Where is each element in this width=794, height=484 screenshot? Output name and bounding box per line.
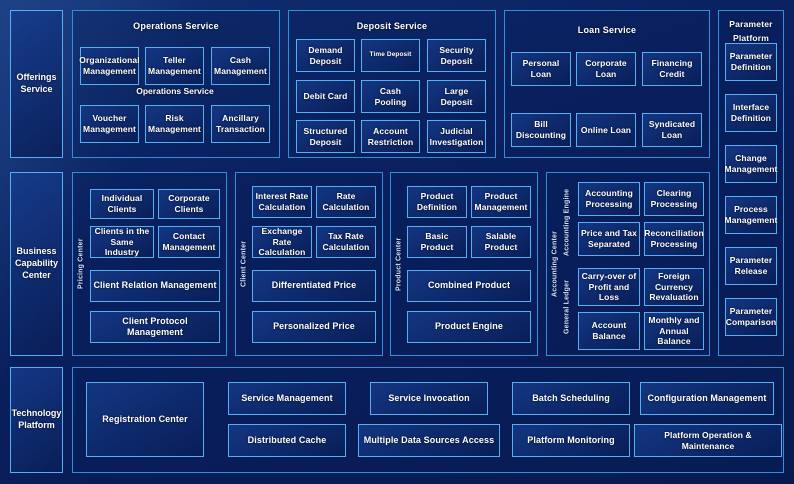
cell-parameter-definition[interactable]: Parameter Definition [725, 43, 777, 81]
sidebar-item-technology-platform[interactable]: Technology Platform [10, 367, 63, 473]
cell-client-protocol-management[interactable]: Client Protocol Management [90, 311, 220, 343]
cell-product-management[interactable]: Product Management [471, 186, 531, 218]
cell-interest-rate-calculation[interactable]: Interest Rate Calculation [252, 186, 312, 218]
cell-individual-clients[interactable]: Individual Clients [90, 189, 154, 219]
panel-parameter-platform-title-line2: Platform [732, 33, 770, 43]
cell-ancillary-transaction[interactable]: Ancillary Transaction [211, 105, 270, 143]
cell-registration-center[interactable]: Registration Center [86, 382, 204, 457]
cell-cash-management[interactable]: Cash Management [211, 47, 270, 85]
cell-parameter-comparison[interactable]: Parameter Comparison [725, 298, 777, 336]
cell-risk-management[interactable]: Risk Management [145, 105, 204, 143]
cell-change-management[interactable]: Change Management [725, 145, 777, 183]
cell-judicial-investigation[interactable]: Judicial Investigation [427, 120, 486, 153]
panel-accounting-engine-label: Accounting Engine [563, 188, 571, 256]
cell-service-management[interactable]: Service Management [228, 382, 346, 415]
cell-security-deposit[interactable]: Security Deposit [427, 39, 486, 72]
cell-organizational-management[interactable]: Organizational Management [79, 47, 140, 85]
cell-distributed-cache[interactable]: Distributed Cache [228, 424, 346, 457]
cell-interface-definition[interactable]: Interface Definition [725, 94, 777, 132]
cell-tax-rate-calculation[interactable]: Tax Rate Calculation [316, 226, 376, 258]
cell-parameter-release[interactable]: Parameter Release [725, 247, 777, 285]
cell-clients-in-the-same-industry[interactable]: Clients in the Same Industry [90, 226, 154, 258]
cell-service-invocation[interactable]: Service Invocation [370, 382, 488, 415]
cell-time-deposit[interactable]: Time Deposit [361, 39, 420, 72]
cell-syndicated-loan[interactable]: Syndicated Loan [642, 113, 702, 147]
panel-loan-service-title: Loan Service [577, 25, 637, 35]
panel-deposit-service-title: Deposit Service [356, 21, 428, 31]
cell-monthly-and-annual-balance[interactable]: Monthly and Annual Balance [644, 312, 704, 350]
cell-account-restriction[interactable]: Account Restriction [361, 120, 420, 153]
panel-accounting-center-label: Accounting Center [551, 231, 559, 298]
cell-teller-management[interactable]: Teller Management [145, 47, 204, 85]
cell-bill-discounting[interactable]: Bill Discounting [511, 113, 571, 147]
sidebar-item-offerings-service[interactable]: Offerings Service [10, 10, 63, 158]
cell-client-relation-management[interactable]: Client Relation Management [90, 270, 220, 302]
cell-corporate-clients[interactable]: Corporate Clients [158, 189, 220, 219]
panel-pricing-center-label: Pricing Center [77, 238, 85, 290]
cell-multiple-data-sources-access[interactable]: Multiple Data Sources Access [358, 424, 500, 457]
cell-platform-monitoring[interactable]: Platform Monitoring [512, 424, 630, 457]
cell-price-and-tax-separated[interactable]: Price and Tax Separated [578, 222, 640, 256]
cell-structured-deposit[interactable]: Structured Deposit [296, 120, 355, 153]
panel-operations-service-overlay-label: Operations Service [136, 86, 214, 96]
cell-personalized-price[interactable]: Personalized Price [252, 311, 376, 343]
sidebar-item-business-capability-center[interactable]: Business Capability Center [10, 172, 63, 356]
cell-large-deposit[interactable]: Large Deposit [427, 80, 486, 113]
cell-online-loan[interactable]: Online Loan [576, 113, 636, 147]
cell-financing-credit[interactable]: Financing Credit [642, 52, 702, 86]
cell-exchange-rate-calculation[interactable]: Exchange Rate Calculation [252, 226, 312, 258]
cell-configuration-management[interactable]: Configuration Management [640, 382, 774, 415]
cell-salable-product[interactable]: Salable Product [471, 226, 531, 258]
cell-platform-operation-maintenance[interactable]: Platform Operation & Maintenance [634, 424, 782, 457]
cell-contact-management[interactable]: Contact Management [158, 226, 220, 258]
panel-operations-service-title: Operations Service [133, 21, 219, 31]
cell-differentiated-price[interactable]: Differentiated Price [252, 270, 376, 302]
sidebar-item-offerings-service-label: Offerings Service [16, 72, 57, 94]
panel-product-center-label: Product Center [395, 237, 403, 291]
cell-voucher-management[interactable]: Voucher Management [80, 105, 139, 143]
panel-parameter-platform-title-line1: Parameter [729, 19, 773, 29]
cell-batch-scheduling[interactable]: Batch Scheduling [512, 382, 630, 415]
cell-foreign-currency-revaluation[interactable]: Foreign Currency Revaluation [644, 268, 704, 306]
cell-accounting-processing[interactable]: Accounting Processing [578, 182, 640, 216]
cell-corporate-loan[interactable]: Corporate Loan [576, 52, 636, 86]
cell-cash-pooling[interactable]: Cash Pooling [361, 80, 420, 113]
cell-demand-deposit[interactable]: Demand Deposit [296, 39, 355, 72]
cell-personal-loan[interactable]: Personal Loan [511, 52, 571, 86]
cell-reconciliation-processing[interactable]: Reconciliation Processing [644, 222, 704, 256]
sidebar-item-business-capability-center-label: Business Capability Center [14, 246, 58, 280]
panel-client-center-label: Client Center [240, 240, 248, 288]
cell-basic-product[interactable]: Basic Product [407, 226, 467, 258]
cell-product-definition[interactable]: Product Definition [407, 186, 467, 218]
cell-rate-calculation[interactable]: Rate Calculation [316, 186, 376, 218]
cell-combined-product[interactable]: Combined Product [407, 270, 531, 302]
cell-debit-card[interactable]: Debit Card [296, 80, 355, 113]
cell-clearing-processing[interactable]: Clearing Processing [644, 182, 704, 216]
cell-account-balance[interactable]: Account Balance [578, 312, 640, 350]
cell-carry-over-of-profit-and-loss[interactable]: Carry-over of Profit and Loss [578, 268, 640, 306]
cell-product-engine[interactable]: Product Engine [407, 311, 531, 343]
panel-general-ledger-label: General Ledger [563, 279, 571, 335]
cell-process-management[interactable]: Process Management [725, 196, 777, 234]
sidebar-item-technology-platform-label: Technology Platform [11, 408, 62, 430]
